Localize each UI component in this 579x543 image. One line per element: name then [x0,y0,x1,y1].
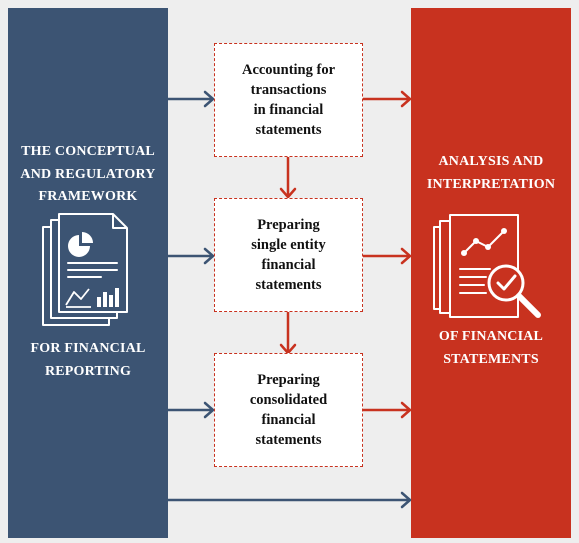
left-title-line: FRAMEWORK [38,189,138,204]
right-panel-subtitle: OF FINANCIAL STATEMENTS [411,326,571,371]
step-line: statements [255,122,322,138]
step-line: single entity [251,237,326,253]
report-analysis-magnifier-icon [433,214,541,318]
step-line: consolidated [249,392,328,408]
right-title-line: INTERPRETATION [426,176,556,192]
left-subtitle-line: REPORTING [44,363,132,379]
right-panel-title: ANALYSIS AND INTERPRETATION [411,151,571,196]
step-accounting-box: Accounting for transactions in financial… [214,43,363,157]
step-consolidated-box: Preparing consolidated financial stateme… [214,353,363,467]
step-line: Preparing [257,217,320,233]
step-line: Accounting for [241,62,336,78]
step-single-entity-box: Preparing single entity financial statem… [214,198,363,312]
conceptual-framework-panel: THE CONCEPTUAL AND REGULATORY FRAMEWORK [8,8,168,538]
right-subtitle-line: STATEMENTS [443,351,539,367]
left-subtitle-line: FOR FINANCIAL [30,341,146,356]
left-panel-title: THE CONCEPTUAL AND REGULATORY FRAMEWORK [8,141,168,209]
left-title-line: THE CONCEPTUAL [21,144,155,159]
step-line: transactions [250,82,327,98]
financial-documents-icon [42,213,128,326]
step-line: Preparing [257,372,320,388]
step-line: financial [261,412,316,428]
step-line: statements [255,432,322,448]
right-title-line: ANALYSIS AND [438,154,544,169]
step-line: in financial [253,102,324,118]
right-subtitle-line: OF FINANCIAL [438,329,544,344]
step-line: financial [261,257,316,273]
left-title-line: AND REGULATORY [20,166,156,182]
left-panel-subtitle: FOR FINANCIAL REPORTING [8,338,168,383]
analysis-interpretation-panel: ANALYSIS AND INTERPRETATION [411,8,571,538]
step-line: statements [255,277,322,293]
